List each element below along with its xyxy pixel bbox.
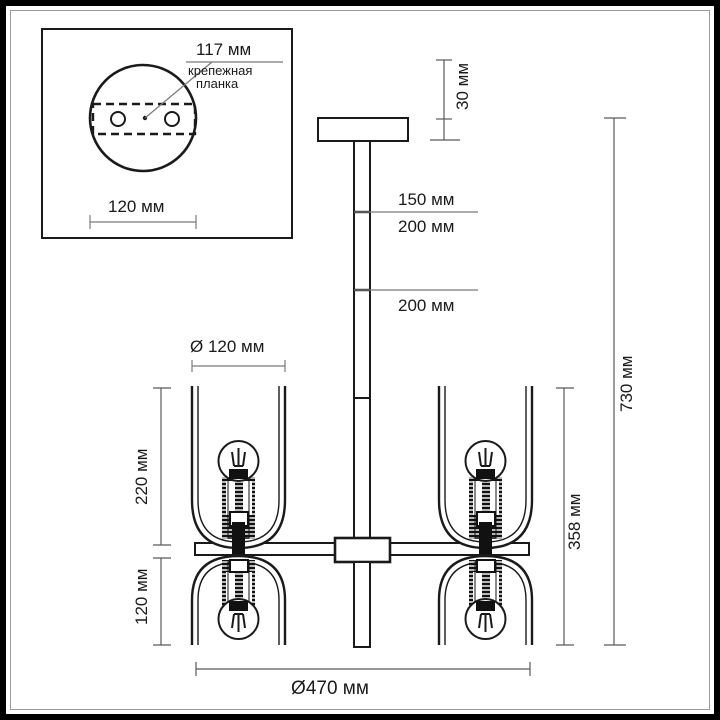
socket-highlight	[226, 572, 235, 602]
dim-label-30: 30 мм	[453, 63, 472, 110]
socket-collar	[229, 559, 249, 573]
socket-highlight-2	[490, 481, 499, 515]
lamp-lower-left	[190, 554, 287, 645]
dim-label-730: 730 мм	[617, 356, 636, 412]
inset-note-line1: крепежная	[188, 63, 252, 78]
socket-highlight-2	[490, 572, 499, 602]
ceiling-mount-inset: 117 мм крепежная планка 120 мм	[41, 28, 293, 239]
dim-label-120: 120 мм	[132, 569, 151, 625]
bulb-base	[476, 601, 495, 611]
callout-leader-line	[144, 61, 213, 119]
lamp-upper-left	[190, 386, 287, 554]
ceiling-canopy-icon	[317, 117, 409, 142]
bulb-filament	[478, 613, 493, 632]
socket-highlight	[226, 481, 235, 515]
dim-label-shade-dia: Ø 120 мм	[190, 337, 264, 356]
screw-hole-right-icon	[164, 111, 180, 127]
bulb-base	[229, 601, 248, 611]
socket-stem	[232, 522, 245, 554]
inset-callout-117: 117 мм	[196, 40, 251, 59]
dim-upper-shade-height: 220 мм	[132, 387, 171, 546]
dim-rod-segment-1: 150 мм	[354, 190, 478, 213]
inset-dim-120-label: 120 мм	[108, 197, 164, 216]
dim-shade-diameter: Ø 120 мм	[190, 337, 286, 372]
dim-canopy-height: 30 мм	[430, 59, 472, 141]
lamp-lower-right	[437, 554, 534, 645]
socket-highlight	[473, 572, 482, 602]
lamp-upper-right	[437, 386, 534, 554]
hub-box	[333, 536, 392, 564]
rod-lower-stub	[353, 561, 371, 648]
socket-highlight	[473, 481, 482, 515]
dim-label-470: Ø470 мм	[291, 678, 369, 699]
socket-highlight-2	[243, 481, 252, 515]
bulb-base	[229, 469, 248, 479]
dim-overall-diameter: Ø470 мм	[195, 662, 531, 699]
canopy-plate	[317, 117, 409, 142]
bulb-base	[476, 469, 495, 479]
dim-label-150: 150 мм	[398, 190, 454, 209]
rod-body	[353, 140, 371, 559]
dim-rod-segment-2: 200 мм	[398, 217, 454, 236]
dim-label-200-b: 200 мм	[398, 296, 454, 315]
bulb-filament	[231, 448, 246, 467]
bulb-filament	[478, 448, 493, 467]
dim-total-height: 730 мм	[604, 117, 636, 646]
mounting-plate-icon	[91, 102, 197, 136]
dim-label-358: 358 мм	[565, 494, 584, 550]
bulb-filament	[231, 613, 246, 632]
inset-note-line2: планка	[196, 76, 239, 91]
socket-highlight-2	[243, 572, 252, 602]
inner-border	[10, 10, 710, 710]
dim-label-200-a: 200 мм	[398, 217, 454, 236]
dim-fixture-height: 358 мм	[556, 387, 584, 646]
dim-label-220: 220 мм	[132, 449, 151, 505]
screw-hole-left-icon	[110, 111, 126, 127]
suspension-rod	[353, 140, 371, 559]
dim-lower-shade-height: 120 мм	[132, 557, 171, 646]
socket-collar	[476, 559, 496, 573]
socket-stem	[479, 522, 492, 554]
dim-rod-segment-3: 200 мм	[354, 289, 478, 315]
